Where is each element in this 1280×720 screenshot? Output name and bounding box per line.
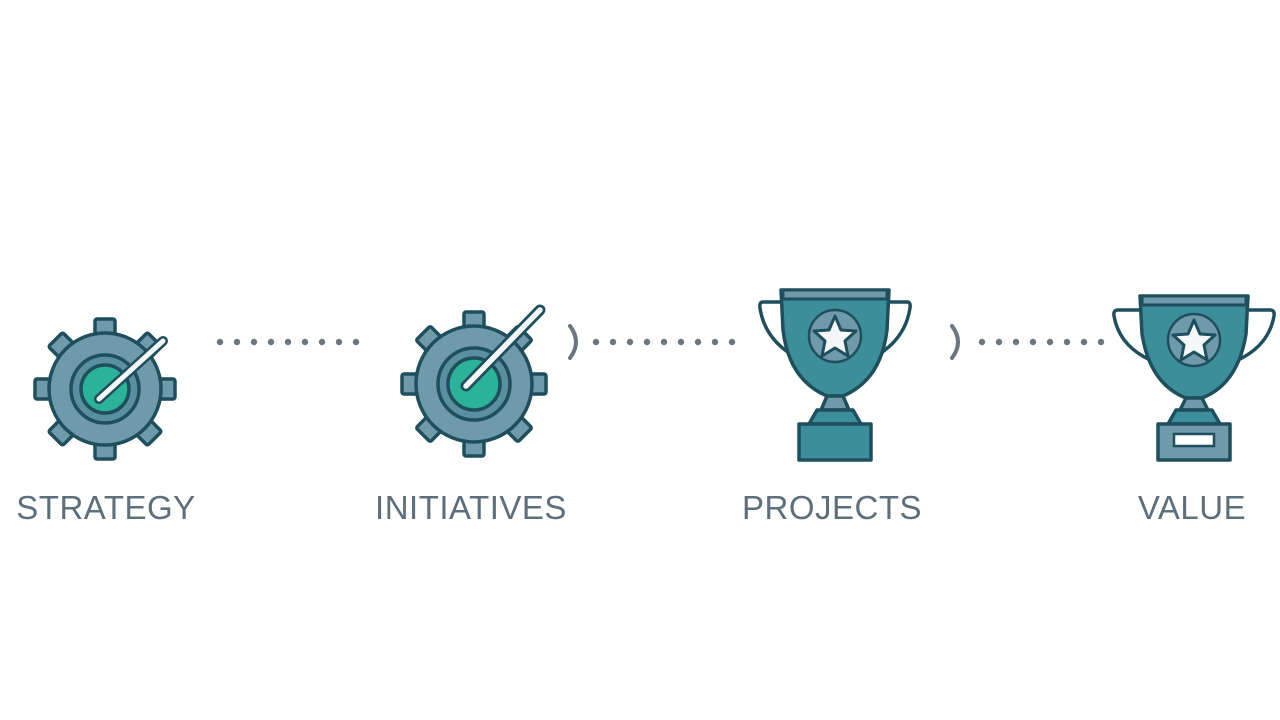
step-label-projects: PROJECTS xyxy=(741,489,923,526)
value-trophy-icon xyxy=(1110,292,1278,466)
connector-initiatives-projects xyxy=(566,322,746,362)
step-label-value: VALUE xyxy=(1137,489,1247,526)
initiatives-gear-icon xyxy=(394,298,554,458)
step-label-strategy: STRATEGY xyxy=(16,489,196,526)
step-label-initiatives: INITIATIVES xyxy=(375,489,567,526)
connector-projects-value xyxy=(948,322,1118,362)
strategy-gear-icon xyxy=(30,314,180,464)
projects-trophy-icon xyxy=(757,286,913,466)
connector-strategy-initiatives xyxy=(216,322,376,362)
